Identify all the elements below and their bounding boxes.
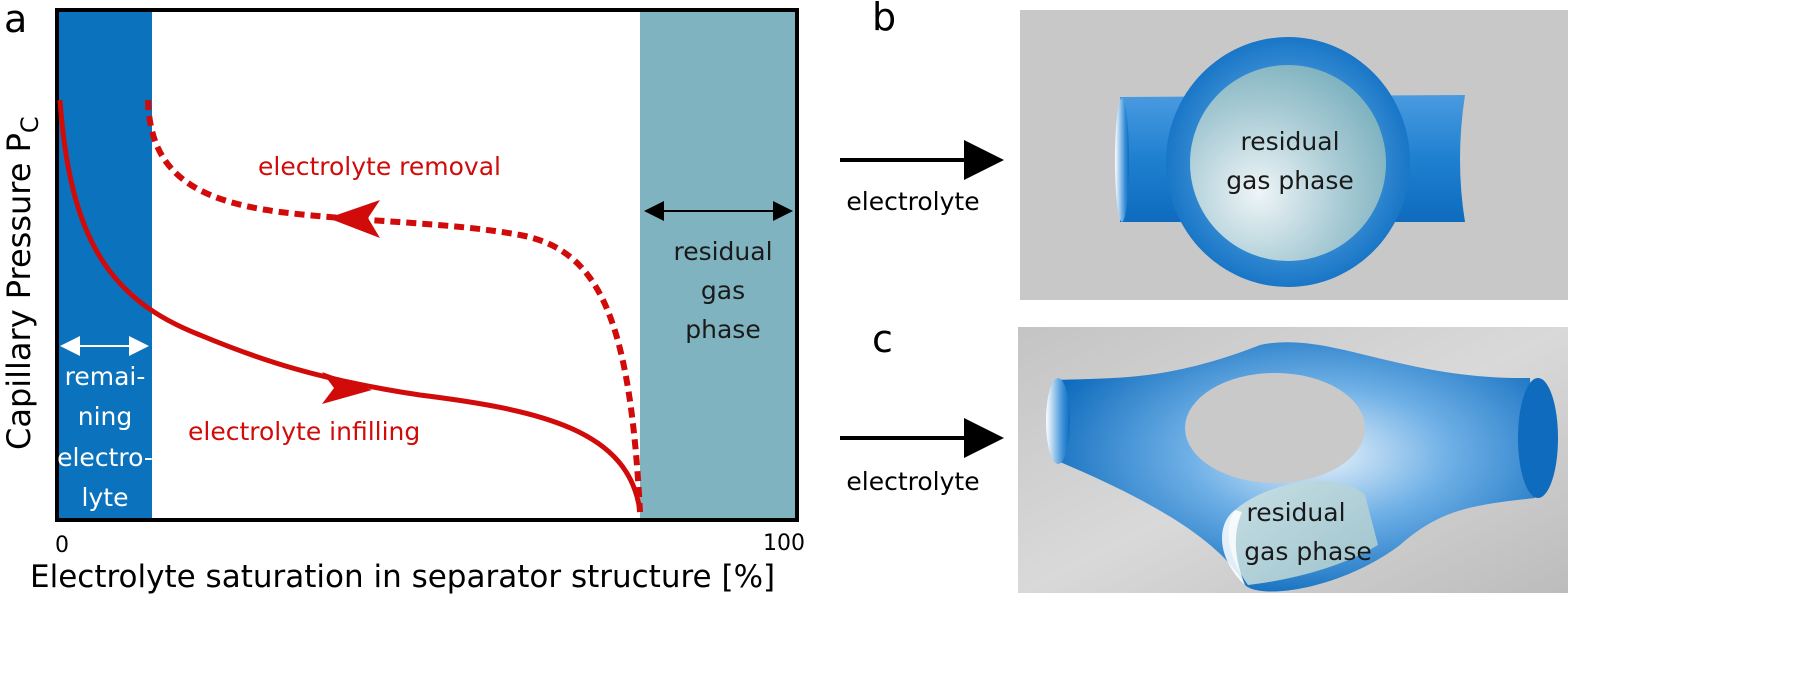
removal-curve — [145, 99, 643, 513]
panel-b-bubble-label-2: gas phase — [1226, 166, 1354, 195]
residual-label-line1: residual — [673, 237, 772, 266]
panel-b-flow-label: electrolyte — [846, 187, 979, 216]
infilling-arrowhead — [322, 372, 372, 404]
trapped-gas-bubble — [1228, 480, 1378, 585]
remaining-label-line1: remai- — [65, 362, 146, 391]
remaining-label-line3: electro- — [57, 443, 153, 472]
panel-b-label: b — [872, 0, 896, 39]
y-axis-label-main: Capillary Pressure P — [0, 133, 38, 450]
infilling-curve — [57, 99, 643, 513]
removal-arrowhead — [328, 200, 380, 238]
y-axis-label-sub: C — [16, 116, 44, 133]
panel-b-bubble-label-1: residual — [1240, 127, 1339, 156]
residual-label-line3: phase — [685, 315, 760, 344]
x-axis-label: Electrolyte saturation in separator stru… — [30, 559, 775, 595]
y-axis-label: Capillary Pressure PC — [0, 116, 44, 450]
plot-frame — [55, 8, 799, 522]
remaining-label-line4: lyte — [82, 483, 129, 512]
removal-label: electrolyte removal — [258, 152, 501, 181]
network-left-end-cap — [1046, 378, 1070, 464]
panel-c-bubble-label-1: residual — [1246, 498, 1345, 527]
panel-c-label: c — [872, 317, 893, 361]
residual-gas-region — [640, 10, 797, 520]
remaining-label-line2: ning — [78, 402, 133, 431]
network-right-end-cap — [1518, 378, 1558, 498]
panel-c-bubble-label-2: gas phase — [1244, 537, 1372, 566]
x-tick-0: 0 — [55, 533, 69, 558]
panel-a-label: a — [4, 0, 27, 41]
pore-network-hole — [1185, 373, 1365, 483]
infilling-label: electrolyte infilling — [188, 417, 420, 446]
panel-c-flow-label: electrolyte — [846, 467, 979, 496]
gas-bubble — [1190, 65, 1386, 261]
x-tick-100: 100 — [763, 531, 805, 556]
bubble-highlight — [1222, 510, 1245, 585]
residual-label-line2: gas — [701, 276, 745, 305]
svg-text:Capillary Pressure PC: Capillary Pressure PC — [0, 116, 44, 450]
tube-end-cap — [1115, 98, 1129, 222]
